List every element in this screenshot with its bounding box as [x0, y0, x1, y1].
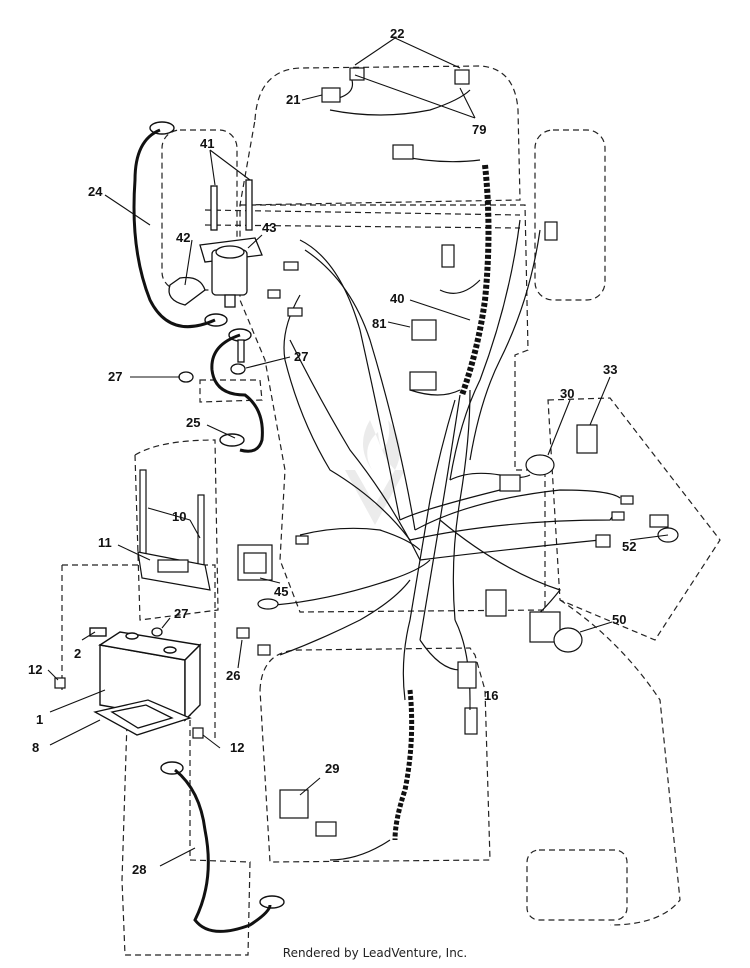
light-socket-left: [349, 67, 365, 81]
callout-8: 8: [32, 740, 39, 755]
callout-25: 25: [186, 415, 200, 430]
battery-tray-8: [93, 699, 192, 736]
callout-2: 2: [74, 646, 81, 661]
nut-27: [151, 363, 246, 637]
solenoid-assembly: [168, 179, 263, 363]
light-socket-right: [454, 69, 470, 85]
battery-holddown: [137, 469, 211, 591]
connector-21: [321, 87, 341, 103]
callout-26: 26: [226, 668, 240, 683]
leader-lines: [47, 37, 669, 867]
fuse-26: [236, 627, 250, 639]
callout-22: 22: [390, 26, 404, 41]
flame-logo-icon: [345, 420, 405, 525]
clip-12: [54, 677, 204, 739]
cable-25: [210, 328, 264, 453]
wire-harness: [274, 74, 621, 861]
callout-16: 16: [484, 688, 498, 703]
callout-50: 50: [612, 612, 626, 627]
callout-27a: 27: [294, 349, 308, 364]
callout-43: 43: [262, 220, 276, 235]
tractor-outline: [61, 65, 721, 956]
callout-81: 81: [372, 316, 386, 331]
callout-79: 79: [472, 122, 486, 137]
callout-11: 11: [98, 535, 112, 550]
callout-30: 30: [560, 386, 574, 401]
battery-cable-28: [160, 761, 285, 933]
seat-switch-29: [279, 789, 309, 819]
callout-12a: 12: [28, 662, 42, 677]
relay-81: [411, 319, 437, 341]
footer-credit: Rendered by LeadVenture, Inc.: [282, 946, 468, 960]
callout-21: 21: [286, 92, 300, 107]
callout-41: 41: [200, 136, 214, 151]
callout-40: 40: [390, 291, 404, 306]
callout-28: 28: [132, 862, 146, 877]
ignition-switch-30: [525, 454, 555, 476]
callout-27c: 27: [174, 606, 188, 621]
callout-24: 24: [88, 184, 103, 199]
callout-27b: 27: [108, 369, 122, 384]
callout-1: 1: [36, 712, 43, 727]
callout-12b: 12: [230, 740, 244, 755]
callouts: 22 21 79 41 24 42 43 40 81 27 27 33 30 2…: [28, 26, 636, 877]
coiled-loom-lower: [392, 689, 415, 841]
callout-42: 42: [176, 230, 190, 245]
callout-33: 33: [603, 362, 617, 377]
callout-10: 10: [172, 509, 186, 524]
connector-52: [649, 514, 669, 528]
components: [236, 67, 679, 837]
battery-cable-24: [132, 121, 228, 329]
callout-29: 29: [325, 761, 339, 776]
switch-16: [464, 707, 478, 735]
coiled-loom-40: [459, 164, 492, 397]
module-33: [576, 424, 598, 454]
callout-45: 45: [274, 584, 288, 599]
callout-52: 52: [622, 539, 636, 554]
